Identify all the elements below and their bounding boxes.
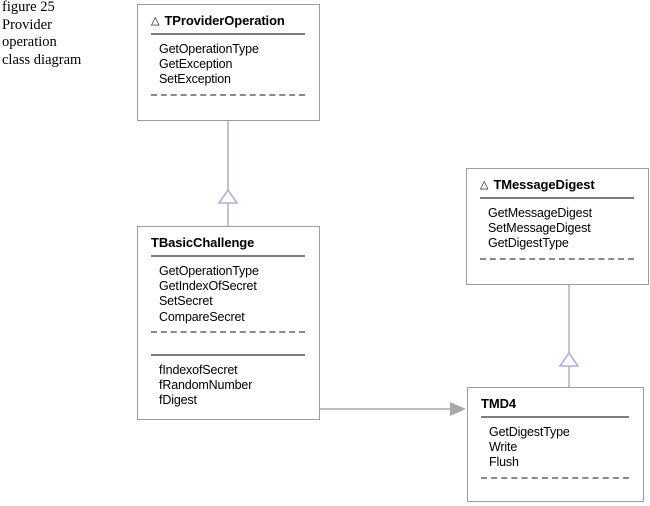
title-separator <box>481 416 629 418</box>
method-item: GetDigestType <box>488 236 569 251</box>
method-item: GetIndexOfSecret <box>159 279 257 294</box>
inheritance-edge-tmd4-tmessagedigest <box>558 285 580 387</box>
method-item: GetException <box>159 57 233 72</box>
method-item: SetException <box>159 72 231 87</box>
abstract-triangle-icon: △ <box>480 178 489 191</box>
method-item: SetMessageDigest <box>488 221 591 236</box>
method-list: GetDigestType Write Flush <box>468 425 643 471</box>
method-item: GetMessageDigest <box>488 206 592 220</box>
method-item: GetOperationType <box>159 42 259 56</box>
method-section-separator <box>481 476 629 479</box>
class-title: TBasicChallenge <box>151 234 255 250</box>
section-spacer <box>138 333 319 347</box>
class-header: △ TProviderOperation <box>138 5 319 28</box>
class-box-tbasicchallenge[interactable]: TBasicChallenge GetOperationType GetInde… <box>137 226 320 420</box>
class-box-tprovideroperation[interactable]: △ TProviderOperation GetOperationType Ge… <box>137 4 320 121</box>
field-section-separator <box>151 353 305 356</box>
method-item: CompareSecret <box>159 309 245 324</box>
method-list: GetOperationType GetException SetExcepti… <box>138 42 319 88</box>
method-list: GetOperationType GetIndexOfSecret SetSec… <box>138 264 319 325</box>
field-item: fDigest <box>159 393 197 408</box>
abstract-triangle-icon: △ <box>151 14 160 27</box>
method-item: GetOperationType <box>159 264 259 278</box>
class-title: TProviderOperation <box>164 12 285 28</box>
field-list: fIndexofSecret fRandomNumber fDigest <box>138 363 319 409</box>
association-edge-tbasicchallenge-tmd4 <box>320 402 466 416</box>
method-section-separator <box>151 93 305 96</box>
figure-caption: figure 25 Provider operation class diagr… <box>2 0 82 68</box>
class-title: TMD4 <box>481 395 516 411</box>
class-header: TBasicChallenge <box>138 227 319 250</box>
field-item: fRandomNumber <box>159 378 253 393</box>
field-item: fIndexofSecret <box>159 362 238 377</box>
title-separator <box>151 33 305 35</box>
method-item: GetDigestType <box>489 425 570 439</box>
inheritance-edge-tbasicchallenge-tprovideroperation <box>217 121 239 226</box>
class-box-tmd4[interactable]: TMD4 GetDigestType Write Flush <box>467 387 644 502</box>
title-separator <box>151 255 305 257</box>
method-section-separator <box>151 330 305 333</box>
class-header: △ TMessageDigest <box>467 169 648 192</box>
method-list: GetMessageDigest SetMessageDigest GetDig… <box>467 206 648 252</box>
method-item: Flush <box>489 455 519 470</box>
title-separator <box>480 197 634 199</box>
class-header: TMD4 <box>468 388 643 411</box>
method-item: Write <box>489 440 518 455</box>
class-box-tmessagedigest[interactable]: △ TMessageDigest GetMessageDigest SetMes… <box>466 168 649 285</box>
method-section-separator <box>480 257 634 260</box>
class-title: TMessageDigest <box>493 176 595 192</box>
method-item: SetSecret <box>159 294 213 309</box>
